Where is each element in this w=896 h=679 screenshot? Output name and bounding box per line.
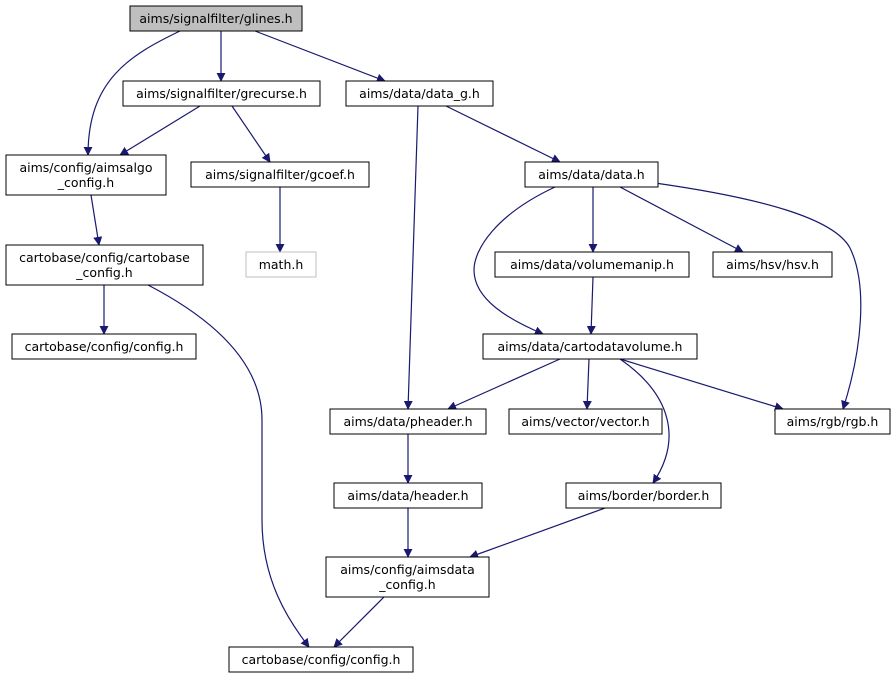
edge-aimsalgo-to-cartobase_config: [90, 194, 103, 246]
node-cartobase_config[interactable]: cartobase/config/cartobase_config.h: [5, 244, 204, 286]
node-label: aims/vector/vector.h: [521, 414, 649, 429]
node-box: [5, 154, 167, 196]
node-box: [565, 482, 722, 509]
nodes-layer: aims/signalfilter/glines.h aims/signalfil…: [5, 5, 891, 673]
node-label: aims/signalfilter/glines.h: [139, 11, 292, 26]
node-glines[interactable]: aims/signalfilter/glines.h: [129, 5, 303, 32]
node-pheader[interactable]: aims/data/pheader.h: [329, 408, 487, 435]
node-aimsdata[interactable]: aims/config/aimsdata_config.h: [325, 556, 490, 598]
node-label: aims/data/header.h: [347, 488, 468, 503]
node-box: [11, 333, 197, 360]
node-box: [494, 251, 690, 278]
edge-cartodatavolume-to-rgb: [619, 358, 784, 411]
edge-volumemanip-to-cartodatavolume: [586, 276, 596, 335]
node-header[interactable]: aims/data/header.h: [333, 482, 483, 509]
node-box: [228, 646, 414, 673]
edge-data_g-to-datah: [445, 105, 561, 163]
edge-glines-to-aimsalgo: [83, 30, 181, 156]
node-grecurse[interactable]: aims/signalfilter/grecurse.h: [122, 80, 321, 107]
node-box: [524, 161, 659, 188]
edge-cartobase_config-to-config2: [147, 284, 310, 648]
edge-data_g-to-pheader: [403, 105, 419, 410]
node-label: _config.h: [75, 265, 132, 280]
edge-aimsdata-to-config2: [333, 596, 385, 648]
node-label: aims/data/data_g.h: [359, 86, 480, 101]
node-label: aims/data/data.h: [538, 167, 644, 182]
node-math: math.h: [245, 251, 317, 278]
node-label: aims/signalfilter/gcoef.h: [205, 167, 355, 182]
node-cartodatavolume[interactable]: aims/data/cartodatavolume.h: [482, 333, 698, 360]
node-label: math.h: [259, 257, 304, 272]
node-config2[interactable]: cartobase/config/config.h: [228, 646, 414, 673]
edges-layer: [83, 30, 862, 648]
node-box: [482, 333, 698, 360]
edge-grecurse-to-aimsalgo: [119, 105, 201, 156]
edge-grecurse-to-gcoef: [231, 105, 271, 163]
node-gcoef[interactable]: aims/signalfilter/gcoef.h: [190, 161, 370, 188]
node-box: [325, 556, 490, 598]
node-box: [122, 80, 321, 107]
node-vector[interactable]: aims/vector/vector.h: [508, 408, 663, 435]
edge-border-to-aimsdata: [469, 507, 606, 559]
node-box: [129, 5, 303, 32]
node-label: aims/hsv/hsv.h: [726, 257, 819, 272]
node-box: [329, 408, 487, 435]
node-box: [190, 161, 370, 188]
node-box: [345, 80, 494, 107]
node-label: cartobase/config/cartobase: [19, 250, 190, 265]
node-box: [333, 482, 483, 509]
edge-cartodatavolume-to-vector: [582, 358, 592, 410]
node-label: _config.h: [378, 577, 435, 592]
node-rgb[interactable]: aims/rgb/rgb.h: [774, 408, 891, 435]
node-label: aims/data/pheader.h: [343, 414, 472, 429]
node-config1[interactable]: cartobase/config/config.h: [11, 333, 197, 360]
node-label: aims/signalfilter/grecurse.h: [136, 86, 307, 101]
node-datah[interactable]: aims/data/data.h: [524, 161, 659, 188]
edge-glines-to-data_g: [254, 30, 386, 83]
node-label: _config.h: [57, 175, 114, 190]
node-label: aims/data/cartodatavolume.h: [498, 339, 683, 354]
node-label: cartobase/config/config.h: [242, 652, 401, 667]
edge-cartodatavolume-to-pheader: [447, 358, 561, 410]
node-box: [774, 408, 891, 435]
edge-datah-to-hsv: [619, 186, 744, 253]
node-label: aims/rgb/rgb.h: [787, 414, 879, 429]
node-label: cartobase/config/config.h: [25, 339, 184, 354]
edge-datah-to-rgb: [654, 182, 862, 410]
node-border[interactable]: aims/border/border.h: [565, 482, 722, 509]
node-label: aims/config/aimsalgo: [19, 160, 152, 175]
node-label: aims/data/volumemanip.h: [510, 257, 674, 272]
node-label: aims/config/aimsdata: [340, 562, 474, 577]
node-box: [245, 251, 317, 278]
node-aimsalgo[interactable]: aims/config/aimsalgo_config.h: [5, 154, 167, 196]
edge-datah-to-cartodatavolume: [473, 186, 556, 335]
edge-cartodatavolume-to-border: [619, 358, 670, 484]
node-box: [712, 251, 833, 278]
node-data_g[interactable]: aims/data/data_g.h: [345, 80, 494, 107]
node-volumemanip[interactable]: aims/data/volumemanip.h: [494, 251, 690, 278]
node-box: [5, 244, 204, 286]
node-label: aims/border/border.h: [578, 488, 710, 503]
node-hsv[interactable]: aims/hsv/hsv.h: [712, 251, 833, 278]
node-box: [508, 408, 663, 435]
